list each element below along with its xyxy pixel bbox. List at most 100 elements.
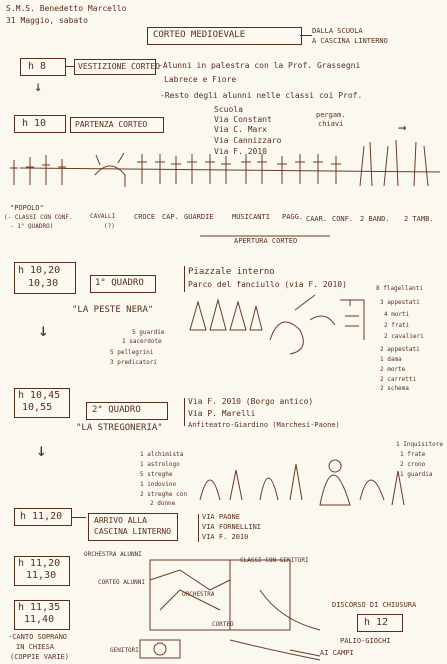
procession-label: CAAR.: [306, 215, 328, 223]
right-note: 2 morte: [380, 366, 406, 373]
route-from: DALLA SCUOLA: [312, 27, 363, 35]
place: Via F. 2010 (Borgo antico): [188, 397, 314, 406]
note: IN CHIESA: [16, 643, 54, 651]
right-arrow-icon: →: [398, 120, 407, 136]
time-end: 10,30: [28, 278, 59, 289]
right-note: 2 schema: [380, 385, 409, 392]
route-to: A CASCINA LINTERNO: [312, 37, 388, 45]
person: 1 indovino: [140, 481, 177, 488]
school-name: S.M.S. Benedetto Marcello: [6, 4, 127, 13]
place: Parco del fanciullo (via F. 2010): [188, 280, 347, 289]
note: -CANTO SOPRANO: [8, 633, 68, 641]
right-note: 8 flagellanti: [376, 285, 423, 292]
down-arrow-icon: ↓: [38, 320, 49, 341]
map-label: ORCHESTRA ALUNNI: [84, 551, 142, 558]
route-step: VIA PAONE: [202, 513, 240, 521]
label-box: [88, 513, 178, 541]
route-step: Via Constant: [214, 115, 272, 124]
time: h 11,35: [18, 602, 61, 613]
closing-speech: DISCORSO DI CHIUSURA: [332, 601, 417, 609]
note: chiavi: [318, 120, 344, 128]
label-box: [86, 402, 168, 420]
time-box: [14, 388, 70, 418]
person: 5 streghe: [140, 471, 173, 478]
route-step: Via F. 2010: [214, 147, 267, 156]
stage-label: CASCINA LINTERNO: [94, 527, 172, 536]
page-title: CORTEO MEDIOEVALE: [153, 30, 246, 40]
time-box: [14, 115, 66, 133]
time-end: 10,55: [22, 402, 53, 413]
note: -Alunni in palestra con la Prof. Grasseg…: [158, 61, 361, 70]
apertura-label: APERTURA CORTEO: [234, 237, 298, 245]
person: 5 pellegrini: [110, 349, 154, 356]
event-date: 31 Maggio, sabato: [6, 16, 88, 25]
label-box: [90, 275, 156, 293]
side-label: - 1° QUADRO): [10, 223, 54, 230]
procession-label: GUARDIE: [184, 213, 214, 221]
right-note: 4 morti: [384, 311, 410, 318]
procession-label: CAVALLI: [90, 213, 116, 220]
procession-label: CROCE: [134, 213, 156, 221]
procession-label: 2 TAMB.: [404, 215, 434, 223]
right-note: 1 Inquisitore: [396, 441, 443, 448]
label-box: [74, 59, 156, 75]
side-label: "POPOLO": [10, 204, 44, 212]
side-label: (?): [104, 223, 115, 230]
label-box: [70, 117, 164, 133]
note: Labrece e Fiore: [164, 75, 237, 84]
side-label: (- CLASSI CON CONF.: [4, 214, 73, 221]
place: Piazzale interno: [188, 267, 275, 277]
time-box: [14, 508, 72, 526]
time-box: [14, 600, 70, 630]
time-box: [14, 262, 76, 294]
procession-label: CAP.: [162, 213, 179, 221]
route-step: Scuola: [214, 105, 243, 114]
stage-label: VESTIZIONE CORTEO: [78, 62, 160, 71]
right-note: 2 frati: [384, 322, 410, 329]
stage-sublabel: "LA STREGONERIA": [76, 423, 163, 433]
person: 2 donne: [150, 500, 176, 507]
time: h 12: [364, 617, 389, 628]
time-end: 11,30: [26, 570, 57, 581]
procession-label: 2 BAND.: [360, 215, 390, 223]
time: h 11,20: [20, 511, 63, 522]
place: Via P. Marelli: [188, 409, 256, 418]
time: h 11,20: [18, 558, 61, 569]
person: 1 sacerdote: [122, 338, 162, 345]
time-end: 11,40: [24, 614, 55, 625]
time-box: [357, 614, 403, 632]
route-step: Via Cannizzaro: [214, 136, 282, 145]
map-label: CORTEO ALUNNI: [98, 579, 145, 586]
stage-sublabel: "LA PESTE NERA": [72, 305, 154, 315]
time: h 10: [22, 118, 47, 129]
time-box: [14, 556, 70, 586]
person: 2 streghe con: [140, 491, 187, 498]
right-note: 3 appestati: [380, 299, 420, 306]
procession-label: MUSICANTI: [232, 213, 270, 221]
games-label: PALIO-GIOCHI: [340, 637, 391, 645]
procession-label: PAGG.: [282, 213, 304, 221]
stage-label: 2° QUADRO: [92, 405, 141, 415]
route-step: VIA F. 2010: [202, 533, 249, 541]
place: Anfiteatro-Giardino (Marchesi-Paone): [188, 421, 340, 429]
stage-label: 1° QUADRO: [95, 278, 144, 288]
map-label: ORCHESTRA: [182, 591, 215, 598]
stage-label: ARRIVO ALLA: [94, 516, 147, 525]
time-box: [20, 58, 66, 76]
right-note: 2 carretti: [380, 376, 417, 383]
map-label: AI CAMPI: [320, 649, 354, 657]
map-label: GENITORI: [110, 647, 139, 654]
note: (COPPIE VARIE): [10, 653, 70, 661]
stage-label: PARTENZA CORTEO: [75, 120, 148, 129]
title-box: [147, 27, 302, 45]
route-step: VIA FORNELLINI: [202, 523, 262, 531]
person: 1 astrologo: [140, 461, 180, 468]
right-note: 1 guardia: [400, 471, 433, 478]
right-note: 1 dama: [380, 356, 402, 363]
right-note: 2 cavalieri: [384, 333, 424, 340]
down-arrow-icon: ↓: [34, 79, 43, 95]
